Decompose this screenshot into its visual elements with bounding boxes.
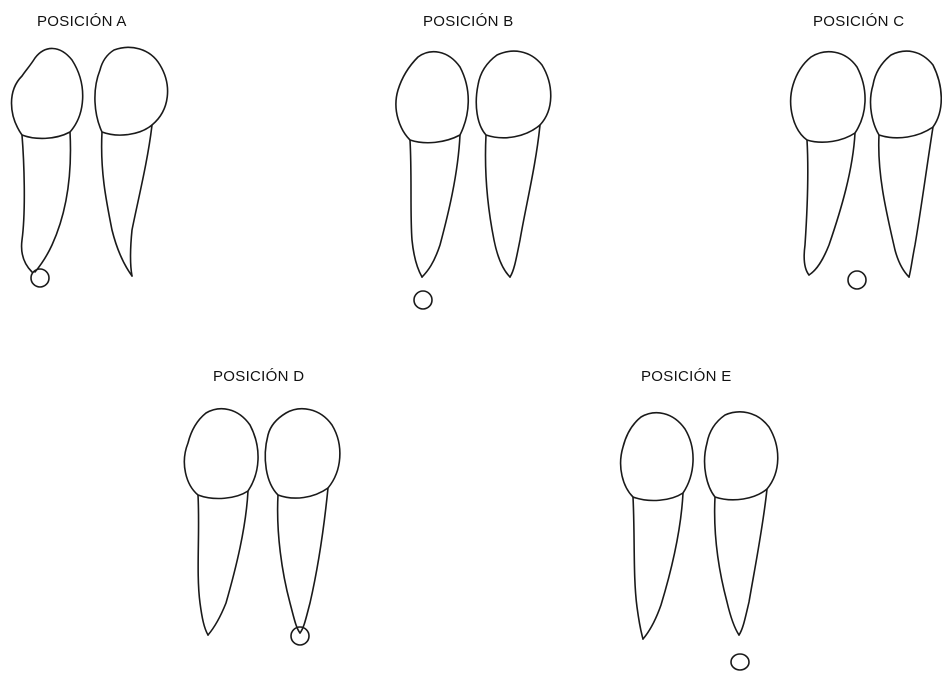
panel-e-teeth: [614, 405, 814, 673]
panel-c-teeth: [780, 40, 942, 300]
position-marker: [848, 271, 866, 289]
position-marker: [291, 627, 309, 645]
right-tooth: [265, 409, 340, 633]
right-tooth: [705, 412, 778, 635]
panel-c-label: POSICIÓN C: [813, 13, 904, 30]
left-tooth: [396, 52, 468, 277]
position-marker: [31, 269, 49, 287]
panel-d-teeth: [175, 398, 375, 658]
right-tooth: [476, 51, 551, 277]
panel-a-teeth: [0, 40, 200, 300]
right-tooth: [95, 47, 168, 276]
panel-b-label: POSICIÓN B: [423, 13, 514, 30]
left-tooth: [12, 48, 83, 272]
left-tooth: [791, 52, 865, 275]
left-tooth: [621, 413, 693, 639]
panel-b-teeth: [385, 40, 585, 320]
panel-a-label: POSICIÓN A: [37, 13, 127, 30]
position-marker: [414, 291, 432, 309]
left-tooth: [184, 409, 258, 635]
position-marker: [731, 654, 749, 670]
panel-e-label: POSICIÓN E: [641, 368, 732, 385]
right-tooth: [871, 51, 942, 277]
panel-d-label: POSICIÓN D: [213, 368, 304, 385]
